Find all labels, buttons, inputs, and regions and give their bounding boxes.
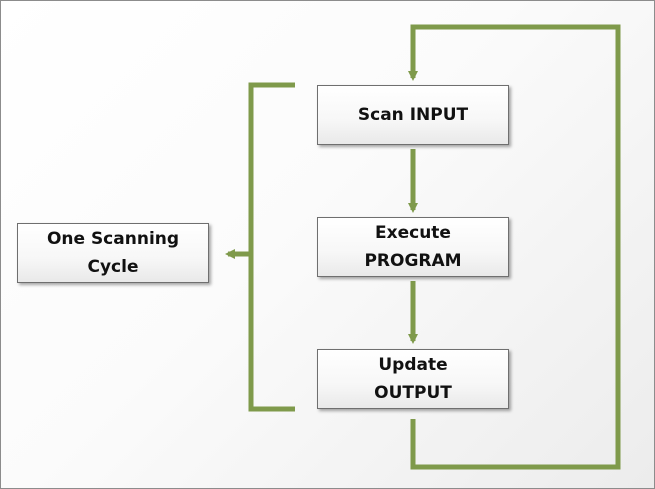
node-one-scanning-cycle-line1: One Scanning xyxy=(46,229,180,249)
node-one-scanning-cycle: One Scanning Cycle xyxy=(17,223,209,283)
node-execute-program-line2: PROGRAM xyxy=(364,251,462,271)
node-execute-program-line1: Execute xyxy=(375,223,451,243)
node-update-output: Update OUTPUT xyxy=(317,349,509,409)
node-scan-input: Scan INPUT xyxy=(317,85,509,145)
node-update-output-line1: Update xyxy=(378,355,448,375)
node-update-output-line2: OUTPUT xyxy=(374,383,452,403)
arrow-loop-back-to-scan xyxy=(408,24,621,470)
node-execute-program: Execute PROGRAM xyxy=(317,217,509,277)
node-scan-input-line1: Scan INPUT xyxy=(357,105,469,125)
scan-cycle-bracket xyxy=(248,82,295,412)
node-one-scanning-cycle-line2: Cycle xyxy=(87,257,139,277)
